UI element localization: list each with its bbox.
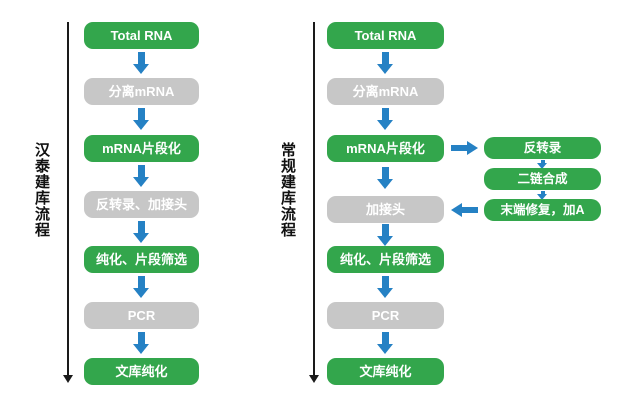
down-arrow-icon (133, 221, 150, 243)
left-flow-axis-arrowhead-icon (63, 375, 73, 383)
left-flow-title: 汉泰建库流程 (33, 142, 50, 238)
right-flow-title: 常规建库流程 (279, 142, 296, 238)
left-flow-axis-line (67, 22, 69, 375)
node-second-strand-synthesis: 二链合成 (484, 168, 601, 190)
down-arrow-icon (133, 108, 150, 130)
down-arrow-icon (377, 52, 394, 74)
node-total-rna: Total RNA (327, 22, 444, 49)
node-reverse-transcription: 反转录 (484, 137, 601, 159)
left-arrow-icon (451, 203, 478, 217)
node-pcr: PCR (84, 302, 199, 329)
down-arrow-icon (133, 165, 150, 187)
right-flow-axis-line (313, 22, 315, 375)
down-arrow-icon (133, 276, 150, 298)
node-total-rna: Total RNA (84, 22, 199, 49)
node-separate-mrna: 分离mRNA (84, 78, 199, 105)
right-arrow-icon (451, 141, 478, 155)
node-rt-and-adapter: 反转录、加接头 (84, 191, 199, 218)
node-separate-mrna: 分离mRNA (327, 78, 444, 105)
node-library-purify: 文库纯化 (327, 358, 444, 385)
down-arrow-icon (133, 332, 150, 354)
node-library-purify: 文库纯化 (84, 358, 199, 385)
down-arrow-icon (377, 167, 394, 189)
right-flow-axis-arrowhead-icon (309, 375, 319, 383)
down-arrow-icon (133, 52, 150, 74)
node-purify-size-select: 纯化、片段筛选 (327, 246, 444, 273)
down-arrow-icon (537, 160, 548, 169)
down-arrow-icon (377, 332, 394, 354)
node-purify-size-select: 纯化、片段筛选 (84, 246, 199, 273)
node-add-adapter: 加接头 (327, 196, 444, 223)
down-arrow-icon (537, 191, 548, 200)
down-arrow-icon (377, 276, 394, 298)
node-mrna-fragmentation: mRNA片段化 (327, 135, 444, 162)
node-pcr: PCR (327, 302, 444, 329)
down-arrow-icon (377, 224, 394, 246)
node-end-repair-add-a: 末端修复，加A (484, 199, 601, 221)
node-mrna-fragmentation: mRNA片段化 (84, 135, 199, 162)
down-arrow-icon (377, 108, 394, 130)
